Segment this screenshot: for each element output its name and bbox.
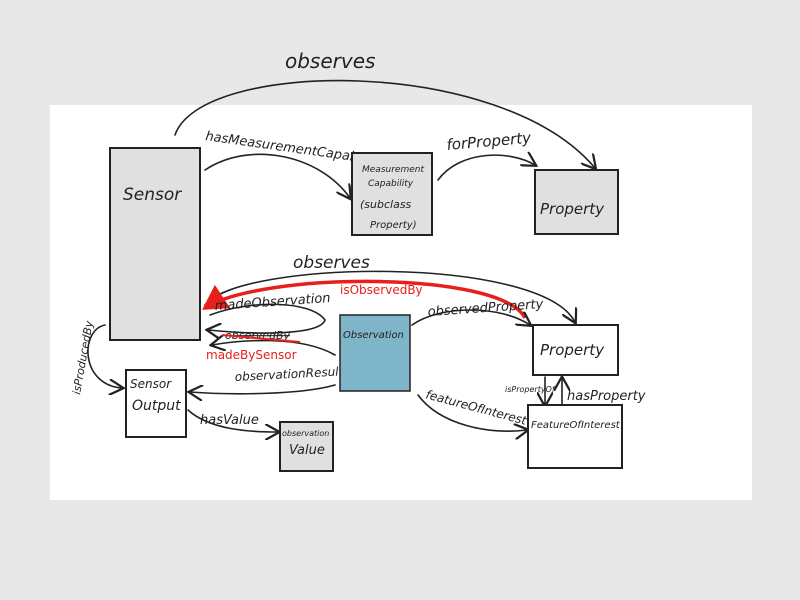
edge-observation-result <box>190 385 336 394</box>
node-observation-label: Observation <box>343 330 404 341</box>
edge-observes-top <box>174 79 595 168</box>
edge-observed-property <box>411 309 530 325</box>
label-made-by-sensor: madeBySensor <box>206 348 297 362</box>
mc-line-4: Property) <box>370 220 417 231</box>
node-feature-of-interest[interactable]: FeatureOfInterest <box>527 404 623 469</box>
label-observed-property: observedProperty <box>427 297 544 320</box>
sensor-output-line-1: Sensor <box>130 377 172 391</box>
label-observation-result: observationResult <box>234 364 344 384</box>
label-observes-top: observes <box>285 49 375 73</box>
obs-value-line-2: Value <box>289 443 325 458</box>
edge-is-observed-by <box>202 279 527 319</box>
edge-feature-of-interest <box>417 394 527 431</box>
edge-has-measurement-capability <box>204 153 350 198</box>
label-is-produced-by: isProducedBy <box>70 319 96 395</box>
mc-line-3: (subclass <box>360 198 412 211</box>
node-sensor-label: Sensor <box>123 185 182 205</box>
label-observes-mid: observes <box>293 253 370 273</box>
mc-line-2: Capability <box>368 179 414 189</box>
edge-made-observation <box>208 303 326 333</box>
edge-is-produced-by <box>87 324 122 388</box>
node-feature-of-interest-label: FeatureOfInterest <box>531 420 621 431</box>
label-is-observed-by: isObservedBy <box>340 283 423 297</box>
label-for-property: forProperty <box>446 129 533 154</box>
node-property[interactable]: Property <box>532 324 619 376</box>
node-property-top[interactable]: Property <box>534 169 619 235</box>
mc-line-1: Measurement <box>362 165 424 175</box>
strikethrough <box>221 334 301 343</box>
node-observation[interactable]: Observation <box>339 314 411 392</box>
node-observation-value[interactable]: observation Value <box>279 421 334 472</box>
label-is-property-of: isPropertyOf <box>505 385 556 394</box>
node-property-label: Property <box>540 341 605 359</box>
obs-value-line-1: observation <box>282 429 329 438</box>
node-measurement-capability[interactable]: Measurement Capability (subclass Propert… <box>351 152 433 236</box>
edge-has-value <box>187 409 278 432</box>
node-sensor[interactable]: Sensor <box>109 147 201 341</box>
edge-for-property <box>437 155 535 181</box>
node-sensor-output[interactable]: Sensor Output <box>125 369 187 438</box>
sensor-output-line-2: Output <box>132 398 181 414</box>
label-has-value: hasValue <box>200 413 259 428</box>
label-has-property: hasProperty <box>567 389 646 404</box>
edge-observed-by <box>212 341 336 356</box>
node-property-top-label: Property <box>540 200 605 218</box>
edge-observes-mid <box>204 270 575 322</box>
